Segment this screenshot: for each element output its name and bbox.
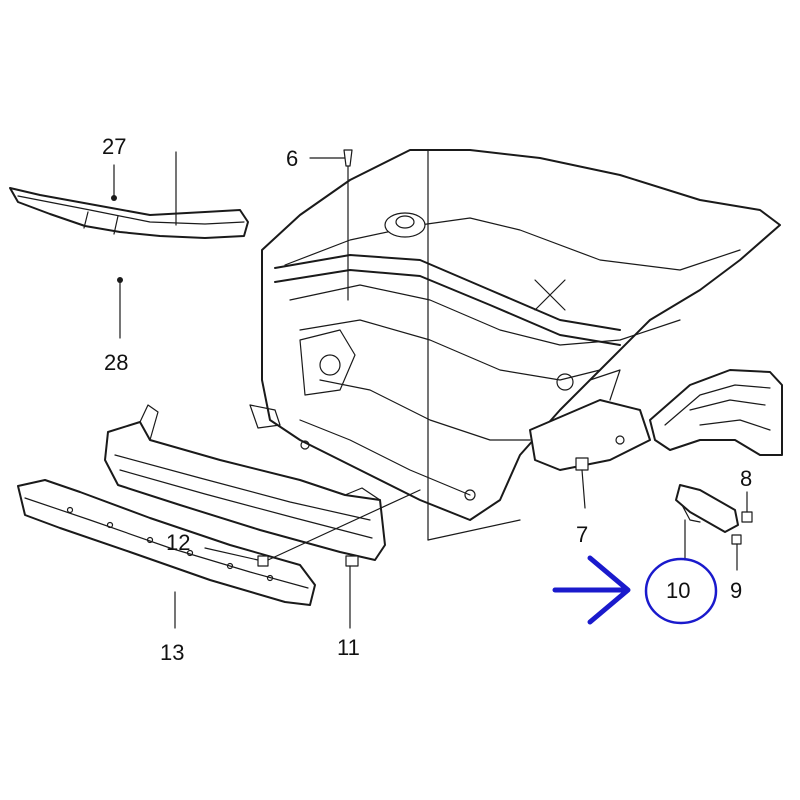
callout-12: 12 [166, 530, 190, 555]
fasteners-8-9 [731, 491, 753, 571]
arrow-right-icon [587, 555, 631, 625]
bolt-12 [204, 489, 421, 567]
pin-6 [309, 149, 353, 167]
callout-7: 7 [576, 522, 588, 547]
callout-27: 27 [102, 134, 126, 159]
front-body-structure [249, 149, 781, 541]
wheelhouse-liner [649, 369, 783, 456]
stud-7 [575, 457, 589, 509]
callout-11: 11 [337, 635, 360, 660]
energy-absorber [17, 479, 316, 629]
bumper-impact-bar [104, 404, 386, 629]
callout-28: 28 [104, 350, 128, 375]
upper-trim-strip [9, 151, 249, 339]
callout-13: 13 [160, 640, 184, 665]
bracket-10 [675, 484, 739, 561]
callout-9: 9 [730, 578, 742, 603]
callout-10: 10 [666, 578, 690, 603]
highlight-arrow [552, 555, 631, 625]
highlight-circle [644, 557, 718, 625]
callout-6: 6 [286, 146, 298, 171]
callout-8: 8 [740, 466, 752, 491]
